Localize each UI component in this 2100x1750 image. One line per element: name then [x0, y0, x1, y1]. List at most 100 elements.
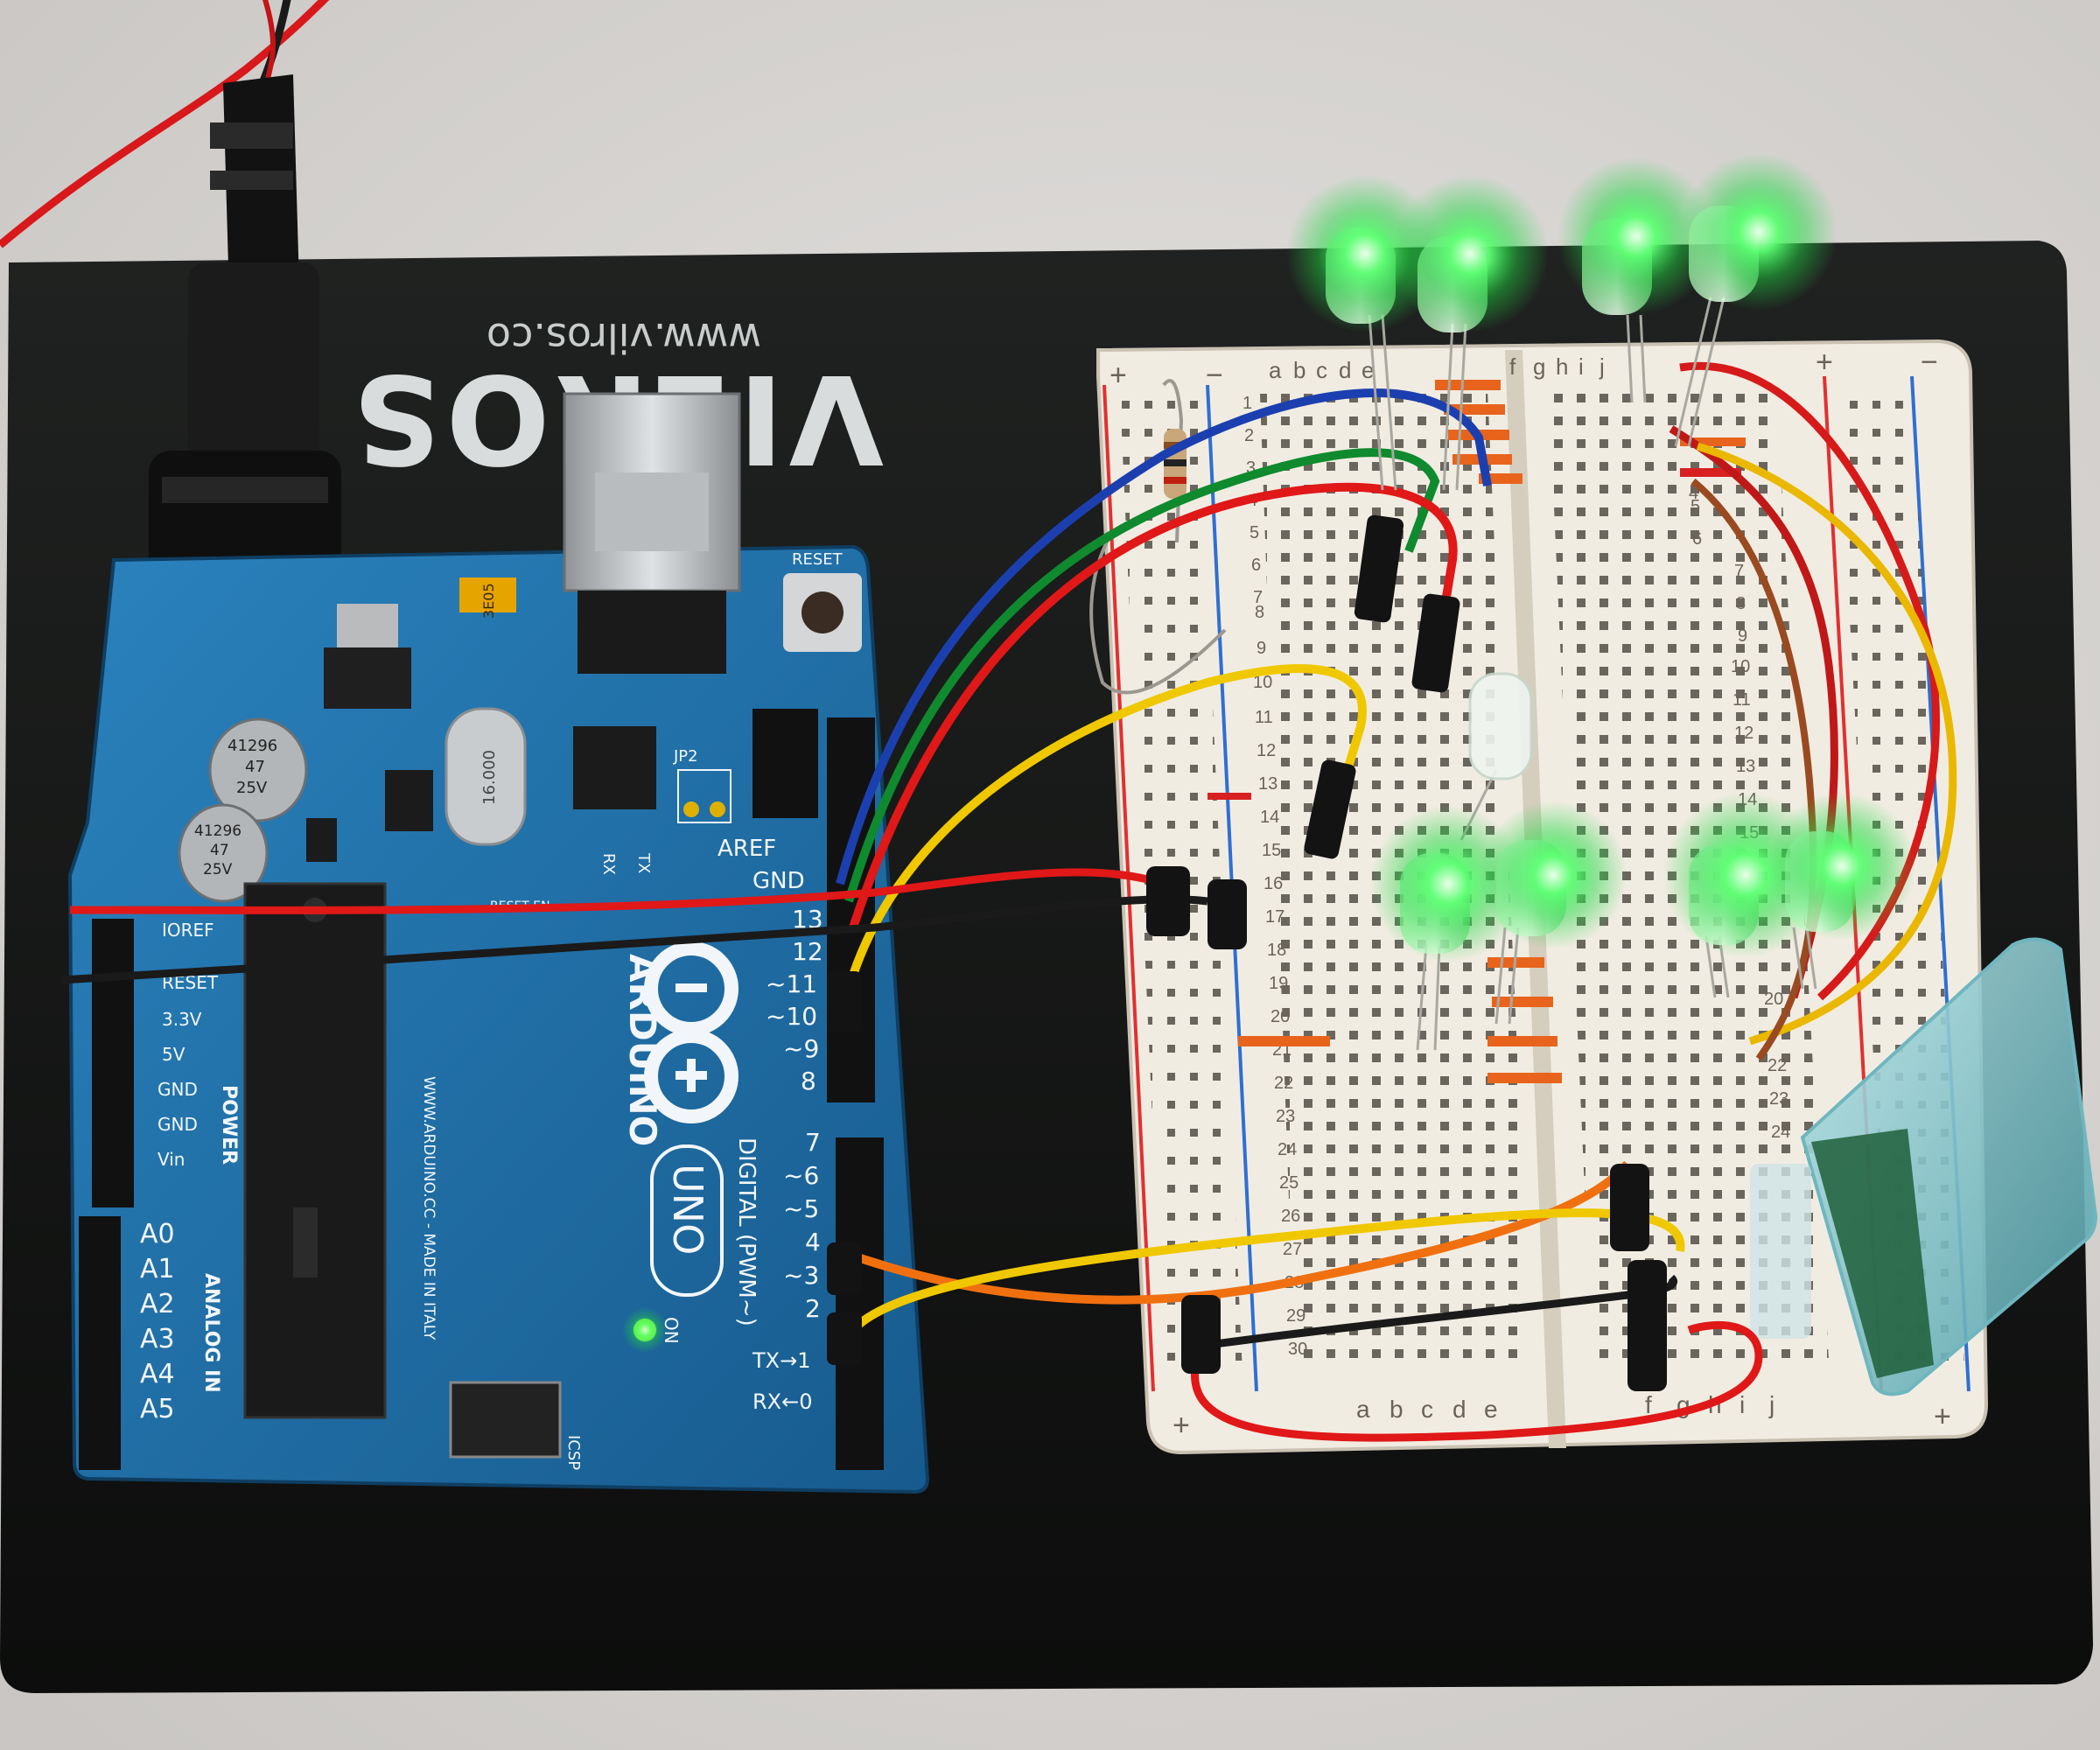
svg-text:10: 10	[1731, 657, 1750, 676]
svg-text:13: 13	[1736, 757, 1755, 776]
crystal-oscillator: 16.000	[444, 707, 527, 846]
lead-wire-left	[1089, 533, 1227, 695]
svg-text:4: 4	[805, 1228, 821, 1256]
led-top-3	[1558, 158, 1715, 403]
svg-text:25V: 25V	[236, 779, 268, 797]
plug-housing-5	[1208, 879, 1247, 949]
smd-chip	[306, 818, 337, 862]
svg-text:IOREF: IOREF	[162, 920, 214, 941]
reset-button[interactable]	[783, 573, 862, 652]
arduino-wordmark: ARDUINO	[621, 954, 664, 1146]
power-cable-red	[0, 0, 330, 248]
svg-text:GND: GND	[158, 1079, 198, 1100]
svg-text:A5: A5	[140, 1394, 175, 1424]
svg-text:11: 11	[1255, 708, 1273, 727]
analog-header	[79, 1216, 121, 1470]
regulator-tab	[337, 604, 398, 648]
led-top-2	[1391, 175, 1549, 491]
led-bottom-2	[1479, 801, 1628, 1025]
svg-text:Vin: Vin	[158, 1149, 185, 1170]
tx-led-label: TX	[634, 852, 653, 873]
svg-text:~10: ~10	[766, 1002, 817, 1031]
plug-housing-11	[827, 1242, 862, 1295]
svg-text:4: 4	[1689, 484, 1698, 503]
svg-text:3: 3	[1246, 458, 1256, 478]
svg-text:24: 24	[1278, 1140, 1297, 1159]
svg-text:h: h	[1556, 354, 1568, 380]
svg-text:d: d	[1339, 357, 1351, 383]
svg-text:18: 18	[1267, 941, 1286, 960]
svg-text:A1: A1	[140, 1254, 175, 1284]
svg-text:i: i	[1578, 354, 1584, 380]
svg-text:47: 47	[245, 758, 265, 776]
column-letters-bottom: a b c d e f g h i j	[1356, 1391, 1774, 1423]
svg-text:i: i	[1740, 1391, 1745, 1418]
rail-plus-bottom-left: +	[1172, 1409, 1190, 1442]
svg-text:23: 23	[1769, 1089, 1788, 1109]
svg-text:a: a	[1356, 1396, 1370, 1423]
svg-text:17: 17	[1265, 907, 1284, 927]
power-cable-black	[258, 0, 291, 85]
plug-housing-10	[827, 971, 862, 1032]
svg-text:20: 20	[1270, 1007, 1290, 1026]
rail-plus-bottom-right: +	[1934, 1400, 1951, 1433]
arduino-uno-board: RESET 3E05 41296 47 25V 41296 47 25V 16.…	[67, 392, 930, 1494]
plug-housing-12	[827, 1312, 862, 1365]
led-top-4	[1674, 153, 1838, 447]
svg-text:26: 26	[1281, 1207, 1300, 1226]
power-header	[92, 919, 134, 1208]
svg-text:c: c	[1316, 357, 1327, 383]
jp2-header: JP2	[673, 747, 732, 823]
svg-text:g: g	[1533, 354, 1545, 380]
rail-plus-top-right: +	[1816, 346, 1833, 379]
on-label: ON	[661, 1317, 682, 1344]
led-array	[1286, 153, 1916, 1051]
svg-text:2: 2	[1244, 426, 1254, 445]
icsp-header-bottom: ICSP	[449, 1381, 583, 1470]
aref-label: AREF	[718, 836, 776, 862]
plug-housing-3	[1304, 760, 1356, 859]
svg-text:27: 27	[1283, 1240, 1302, 1259]
svg-text:12: 12	[1256, 741, 1276, 760]
gnd-label: GND	[752, 868, 805, 894]
icsp-header-top	[752, 709, 818, 818]
svg-text:15: 15	[1262, 841, 1281, 860]
digital-header-upper	[827, 718, 875, 1102]
svg-text:c: c	[1421, 1396, 1433, 1423]
electrolytic-capacitor-1: 41296 47 25V	[208, 718, 308, 822]
analog-pin-labels: A0 A1 A2 A3 A4 A5	[140, 1219, 175, 1424]
svg-text:29: 29	[1286, 1306, 1306, 1326]
svg-text:5V: 5V	[162, 1044, 186, 1065]
tantalum-label: 3E05	[480, 583, 497, 619]
plug-housing-9	[1628, 1312, 1667, 1391]
svg-text:47: 47	[210, 842, 229, 859]
digital-header-lower	[836, 1138, 884, 1470]
column-letters-top: a b c d e f g h i j	[1269, 354, 1605, 383]
on-led-glow	[622, 1307, 668, 1353]
arduino-website: WWW.ARDUINO.CC - MADE IN ITALY	[420, 1076, 438, 1340]
svg-text:A0: A0	[140, 1219, 175, 1250]
svg-text:7: 7	[805, 1128, 821, 1157]
arduino-logo	[644, 942, 738, 1124]
plug-housing-7	[1610, 1164, 1649, 1251]
rail-minus-top-left: −	[1206, 359, 1223, 392]
svg-text:5: 5	[1250, 523, 1259, 542]
svg-text:b: b	[1293, 357, 1306, 383]
svg-text:8: 8	[1255, 603, 1264, 622]
svg-text:e: e	[1362, 357, 1374, 383]
svg-text:22: 22	[1274, 1074, 1293, 1093]
svg-text:6: 6	[1692, 529, 1702, 549]
svg-text:14: 14	[1260, 808, 1279, 827]
power-pin-labels: IOREF RESET 3.3V 5V GND GND Vin	[158, 920, 219, 1170]
rx-led-label: RX	[599, 853, 618, 875]
svg-text:22: 22	[1768, 1056, 1787, 1075]
rail-minus-top-right: −	[1921, 346, 1938, 379]
svg-text:UNO: UNO	[664, 1164, 711, 1255]
svg-text:JP2: JP2	[673, 747, 698, 766]
svg-text:12: 12	[1734, 724, 1754, 743]
svg-text:A2: A2	[140, 1289, 175, 1320]
svg-text:1: 1	[1242, 394, 1252, 413]
svg-text:8: 8	[801, 1067, 816, 1096]
svg-text:6: 6	[1251, 556, 1261, 575]
jumper-brown-right	[1690, 478, 1817, 1061]
